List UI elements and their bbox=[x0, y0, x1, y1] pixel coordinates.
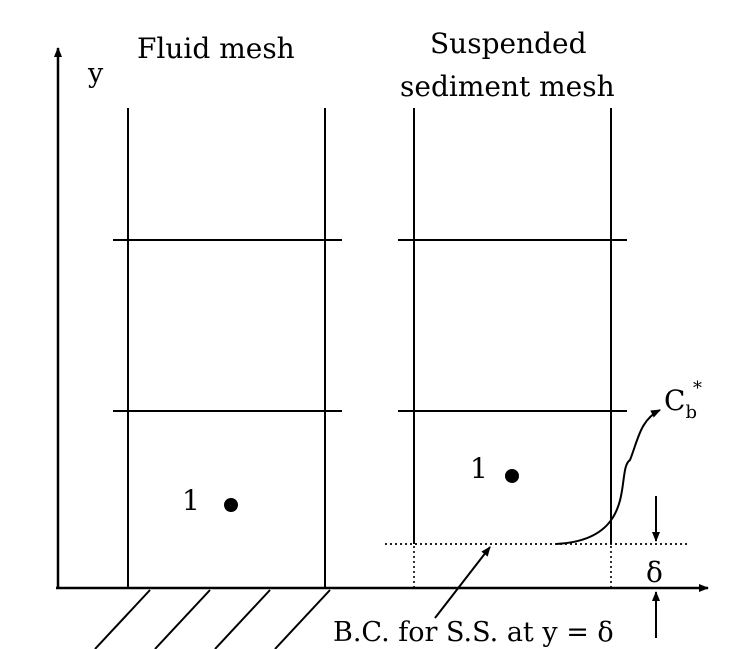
cb-curve-arrow bbox=[555, 409, 661, 545]
cb-main: C bbox=[664, 384, 685, 417]
fluid-mesh-grid bbox=[113, 108, 342, 588]
cb-superscript: * bbox=[693, 378, 702, 399]
fluid-cell-node bbox=[224, 498, 238, 512]
cb-label: Cb * bbox=[664, 378, 702, 423]
ss-cell-node bbox=[505, 469, 519, 483]
y-axis-label: y bbox=[87, 58, 104, 89]
ss-mesh-dotted-lower bbox=[413, 546, 612, 588]
bed-hatching bbox=[94, 589, 331, 649]
fluid-cell-number: 1 bbox=[182, 484, 200, 517]
fluid-mesh-title: Fluid mesh bbox=[137, 32, 295, 65]
bc-caption: B.C. for S.S. at y = δ bbox=[333, 617, 614, 648]
delta-label: δ bbox=[646, 556, 663, 589]
bc-pointer-arrow bbox=[434, 546, 491, 619]
ss-cell-number: 1 bbox=[470, 452, 488, 485]
ss-mesh-title-line2: sediment mesh bbox=[400, 70, 615, 103]
ss-mesh-title-line1: Suspended bbox=[430, 27, 587, 60]
ss-mesh-grid bbox=[398, 108, 627, 544]
cb-subscript: b bbox=[685, 402, 697, 423]
